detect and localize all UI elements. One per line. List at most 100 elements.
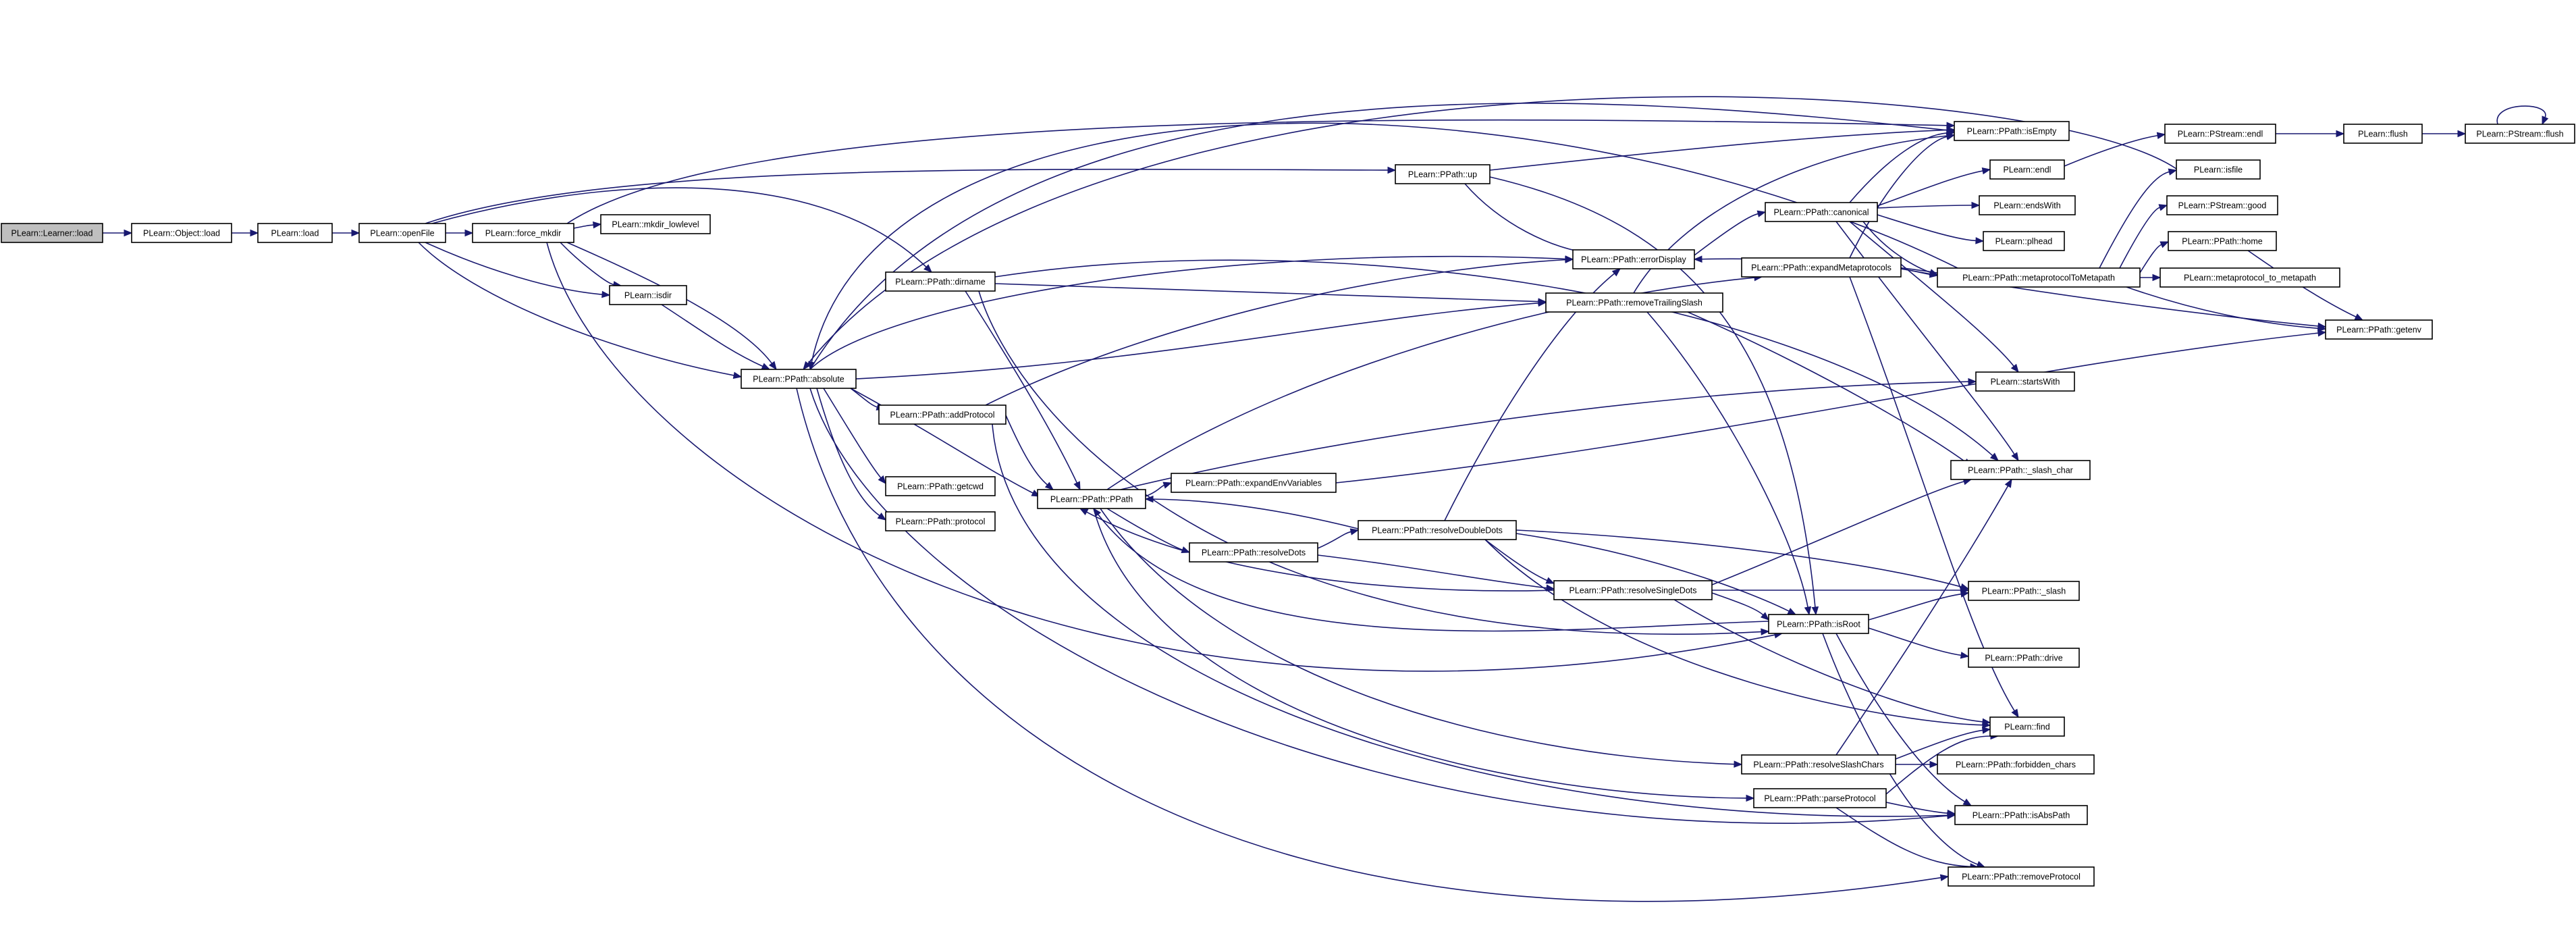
edge-resolvedots-to-resolvesingledots xyxy=(1317,554,1555,592)
node-slash_char[interactable]: PLearn::PPath::_slash_char xyxy=(1950,460,2091,480)
node-absolute[interactable]: PLearn::PPath::absolute xyxy=(741,369,857,389)
node-find[interactable]: PLearn::find xyxy=(1989,716,2065,737)
node-label: PLearn::PPath::addProtocol xyxy=(890,410,995,419)
edge-resolveslashchars-to-slash_char xyxy=(1835,478,2012,756)
node-box xyxy=(1989,716,2065,737)
node-label: PLearn::isfile xyxy=(2194,165,2243,174)
node-protocol[interactable]: PLearn::PPath::protocol xyxy=(885,511,996,531)
node-errordisplay[interactable]: PLearn::PPath::errorDisplay xyxy=(1572,249,1695,269)
node-label: PLearn::PPath::expandEnvVariables xyxy=(1185,478,1322,488)
node-getcwd[interactable]: PLearn::PPath::getcwd xyxy=(885,476,996,496)
node-load[interactable]: PLearn::load xyxy=(257,223,333,243)
node-label: PLearn::PPath::errorDisplay xyxy=(1581,255,1686,264)
edge-isdir-to-absolute xyxy=(661,304,771,370)
node-box xyxy=(1741,754,1896,775)
edge-absolute-to-protocol xyxy=(816,388,887,521)
node-box xyxy=(1954,805,2088,825)
edge-addprotocol-to-errordisplay xyxy=(985,256,1574,406)
node-box xyxy=(1968,581,2080,601)
node-pstream_flush[interactable]: PLearn::PStream::flush xyxy=(2465,124,2575,144)
node-startswith[interactable]: PLearn::startsWith xyxy=(1975,371,2075,392)
node-label: PLearn::PPath::isEmpty xyxy=(1967,126,2057,136)
node-canonical[interactable]: PLearn::PPath::canonical xyxy=(1765,202,1878,222)
edge-absolute-to-removetrailingslash xyxy=(855,299,1547,380)
node-learner_load[interactable]: PLearn::Learner::load xyxy=(1,223,103,243)
edge-canonical-to-endswith xyxy=(1877,201,1981,209)
node-endswith[interactable]: PLearn::endsWith xyxy=(1979,195,2076,215)
node-box xyxy=(2168,231,2277,251)
edge-metaprotocoltometapath-to-getenv xyxy=(2126,286,2327,332)
node-flush[interactable]: PLearn::flush xyxy=(2343,124,2423,144)
node-isdir[interactable]: PLearn::isdir xyxy=(609,285,687,305)
node-pstream_good[interactable]: PLearn::PStream::good xyxy=(2166,195,2278,215)
edge-flush-to-pstream_flush xyxy=(2421,130,2467,138)
node-box xyxy=(1979,195,2076,215)
node-resolvedots[interactable]: PLearn::PPath::resolveDots xyxy=(1189,542,1318,563)
node-home[interactable]: PLearn::PPath::home xyxy=(2168,231,2277,251)
node-isfile[interactable]: PLearn::isfile xyxy=(2176,159,2261,180)
edge-up-to-errordisplay xyxy=(1464,183,1601,257)
edge-force_mkdir-to-mkdir_lowlevel xyxy=(573,221,602,229)
node-removetrailingslash[interactable]: PLearn::PPath::removeTrailingSlash xyxy=(1545,292,1723,313)
node-box xyxy=(1189,542,1318,563)
edge-canonical-to-pathead xyxy=(1877,214,1985,244)
node-pstream_endl[interactable]: PLearn::PStream::endl xyxy=(2164,124,2276,144)
node-label: PLearn::PPath::removeProtocol xyxy=(1962,872,2081,881)
node-label: PLearn::endsWith xyxy=(1993,201,2060,210)
edge-metaprotocoltometapath-to-home xyxy=(2139,241,2170,273)
node-label: PLearn::PStream::good xyxy=(2178,201,2267,210)
node-expandenv[interactable]: PLearn::PPath::expandEnvVariables xyxy=(1171,473,1337,493)
node-isroot[interactable]: PLearn::PPath::isRoot xyxy=(1768,614,1869,634)
node-box xyxy=(1765,202,1878,222)
node-removeprotocol[interactable]: PLearn::PPath::removeProtocol xyxy=(1948,866,2095,887)
node-force_mkdir[interactable]: PLearn::force_mkdir xyxy=(472,223,574,243)
edge-pstream_endl-to-flush xyxy=(2276,130,2345,138)
edge-dirname-to-removetrailingslash xyxy=(994,283,1547,305)
node-metaprotocoltometapath[interactable]: PLearn::PPath::metaprotocolToMetapath xyxy=(1937,267,2141,288)
node-box xyxy=(2176,159,2261,180)
edge-metaprotocoltometapath-to-isfile xyxy=(2099,168,2178,269)
node-box xyxy=(1553,580,1713,600)
node-forbidden_chars[interactable]: PLearn::PPath::forbidden_chars xyxy=(1937,754,2095,775)
node-resolvedoubledots[interactable]: PLearn::PPath::resolveDoubleDots xyxy=(1358,520,1517,540)
edge-isroot-to-removeprotocol xyxy=(1822,633,1986,868)
edge-up-to-isroot xyxy=(1489,176,1819,616)
node-label: PLearn::PPath::dirname xyxy=(895,277,985,286)
node-metaprotocol_to_metapath[interactable]: PLearn::metaprotocol_to_metapath xyxy=(2159,267,2340,288)
node-isempty[interactable]: PLearn::PPath::isEmpty xyxy=(1954,121,2070,141)
node-parseprotocol[interactable]: PLearn::PPath::parseProtocol xyxy=(1753,788,1887,808)
node-up[interactable]: PLearn::PPath::up xyxy=(1395,164,1491,184)
node-label: PLearn::PPath::resolveDoubleDots xyxy=(1372,525,1503,535)
node-addprotocol[interactable]: PLearn::PPath::addProtocol xyxy=(878,404,1007,425)
node-label: PLearn::PPath::getcwd xyxy=(897,481,984,491)
edge-isroot-to-isabspath xyxy=(1835,633,1973,806)
node-getenv[interactable]: PLearn::PPath::getenv xyxy=(2325,319,2433,340)
edge-removetrailingslash-to-isroot xyxy=(1646,311,1812,616)
node-label: PLearn::PPath::resolveSingleDots xyxy=(1569,585,1697,595)
node-isabspath[interactable]: PLearn::PPath::isAbsPath xyxy=(1954,805,2088,825)
node-label: PLearn::startsWith xyxy=(1991,377,2060,386)
edge-resolvedoubledots-to-resolvesingledots xyxy=(1484,539,1555,584)
node-resolvesingledots[interactable]: PLearn::PPath::resolveSingleDots xyxy=(1553,580,1713,600)
node-box xyxy=(885,511,996,531)
node-resolveslashchars[interactable]: PLearn::PPath::resolveSlashChars xyxy=(1741,754,1896,775)
node-label: PLearn::force_mkdir xyxy=(485,228,562,238)
node-label: PLearn::PPath::forbidden_chars xyxy=(1956,760,2076,769)
node-expandmetaprotocols[interactable]: PLearn::PPath::expandMetaprotocols xyxy=(1741,257,1902,278)
node-endl[interactable]: PLearn::endl xyxy=(1989,159,2065,180)
node-label: PLearn::PPath::PPath xyxy=(1050,494,1133,504)
node-object_load[interactable]: PLearn::Object::load xyxy=(131,223,232,243)
node-box xyxy=(1937,754,2095,775)
edge-canonical-to-slash_char xyxy=(1835,221,2019,462)
node-slash[interactable]: PLearn::PPath::_slash xyxy=(1968,581,2080,601)
node-openfile[interactable]: PLearn::openFile xyxy=(358,223,446,243)
edge-resolvedoubledots-to-isroot xyxy=(1515,533,1797,615)
edge-parseprotocol-to-isabspath xyxy=(1885,802,1956,817)
node-label: PLearn::PPath::home xyxy=(2182,236,2263,246)
node-ppath[interactable]: PLearn::PPath::PPath xyxy=(1037,489,1146,509)
node-mkdir_lowlevel[interactable]: PLearn::mkdir_lowlevel xyxy=(600,214,711,234)
edge-load-to-openfile xyxy=(331,229,360,237)
node-dirname[interactable]: PLearn::PPath::dirname xyxy=(885,271,996,292)
node-drive[interactable]: PLearn::PPath::drive xyxy=(1968,648,2080,668)
node-pathead[interactable]: PLearn::plhead xyxy=(1983,231,2065,251)
